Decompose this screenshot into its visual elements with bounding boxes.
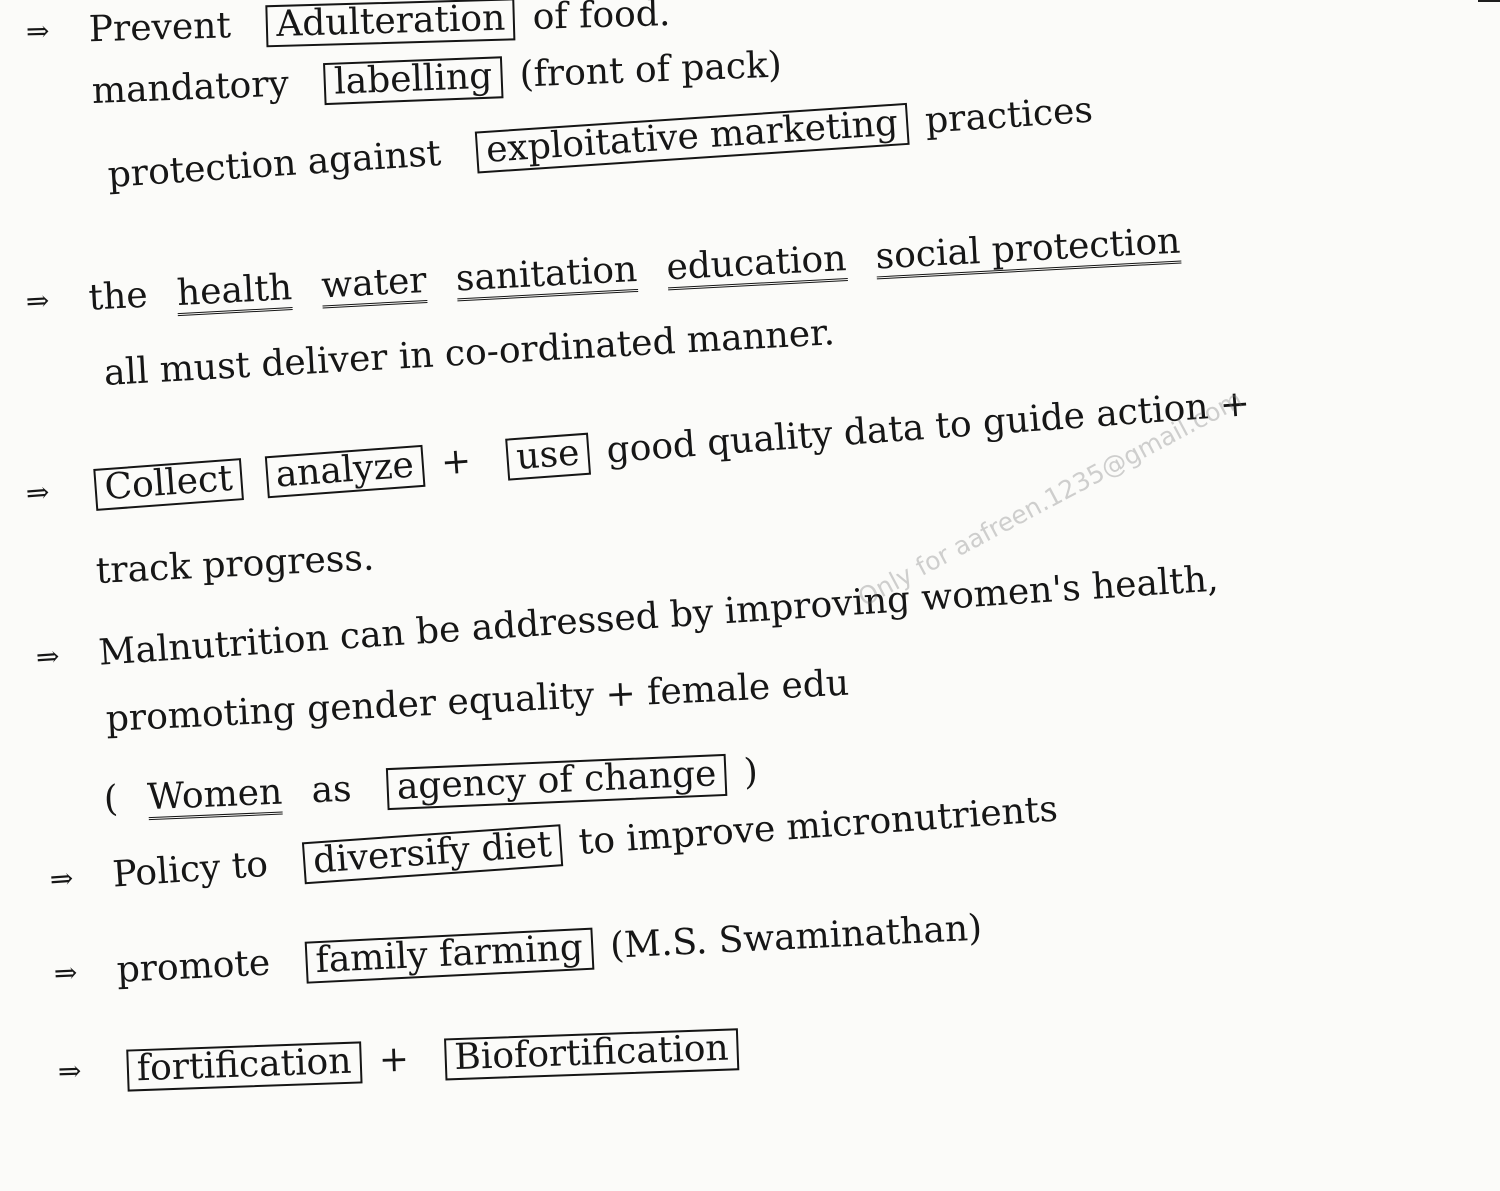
note-line-7: track progress. [94,537,393,592]
line-3-trailing-text: practices [923,89,1095,142]
line-11-lead-text: Policy to [111,843,270,896]
line-6-and-sign: + [439,440,473,484]
arrow-icon: ⇒ [53,955,79,990]
fortification-term: fortification [126,1041,363,1092]
line-1-trailing-text: of food. [532,0,671,38]
line-2-trailing-text: (front of pack) [518,44,783,96]
line-5-text: all must deliver in co-ordinated manner. [102,312,836,394]
line-4-lead-text: the [87,274,149,319]
agency-of-change-term: agency of change [386,753,728,811]
note-line-1: ⇒ Prevent Adulteration of food. [25,0,688,54]
line-3-lead-text: protection against [106,132,443,196]
biofortification-term: Biofortification [443,1028,740,1081]
arrow-icon: ⇒ [25,14,50,48]
analyze-term: analyze [264,445,426,499]
line-12-lead-text: promote [115,942,272,991]
line-10-mid-text: as [310,768,353,812]
social-protection-term: social protection [874,220,1182,280]
sanitation-term: sanitation [454,248,639,302]
line-11-trailing-text: to improve micronutrients [577,788,1060,863]
arrow-icon: ⇒ [24,475,51,510]
arrow-icon: ⇒ [34,639,61,674]
line-7-text: track progress. [94,537,376,592]
education-term: education [665,238,848,291]
line-9-text: promoting gender equality + female edu [104,662,850,740]
water-term: water [320,260,428,309]
line-6-trailing-text: good quality data to guide action + [605,383,1252,472]
diversify-diet-term: diversify diet [301,824,563,885]
family-farming-term: family farming [304,927,594,984]
arrow-icon: ⇒ [48,861,75,896]
line-3-boxed-term: exploitative marketing [475,103,910,174]
line-10-close-paren: ) [742,751,759,794]
note-line-6: ⇒ Collect analyze + use good quality dat… [24,383,1269,516]
note-line-9: promoting gender equality + female edu [104,662,868,740]
note-line-12: ⇒ promote family farming (M.S. Swaminath… [53,908,1001,996]
line-1-lead-text: Prevent [88,5,232,51]
note-line-5: all must deliver in co-ordinated manner. [102,312,854,394]
page-edge-mark [1478,0,1500,2]
health-term: health [175,267,294,317]
arrow-icon: ⇒ [25,283,51,318]
line-2-boxed-term: labelling [323,56,504,106]
line-2-lead-text: mandatory [91,63,290,112]
line-10-open-paren: ( [103,778,119,820]
note-line-10: ( Women as agency of change ) [103,752,777,822]
women-term: Women [146,771,284,821]
line-13-and-sign: + [378,1038,410,1081]
note-line-2: mandatory labelling (front of pack) [91,45,800,114]
note-line-4: ⇒ the health water sanitation education … [25,220,1199,324]
line-12-trailing-text: (M.S. Swaminathan) [609,907,983,967]
note-line-13: ⇒ fortification + Biofortification [57,1028,745,1094]
line-1-boxed-term: Adulteration [265,0,516,48]
arrow-icon: ⇒ [57,1054,82,1088]
collect-term: Collect [93,458,245,511]
use-term: use [505,432,591,481]
